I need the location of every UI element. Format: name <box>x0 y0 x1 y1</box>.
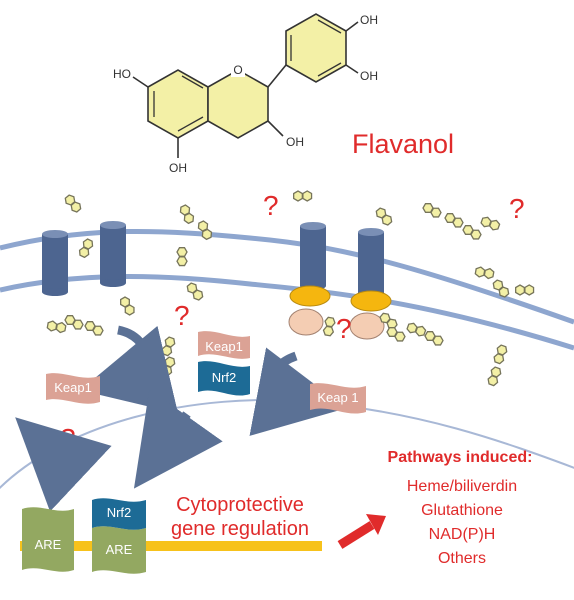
question-mark-4: ? <box>336 313 352 344</box>
cytoprotective-label-line2: gene regulation <box>171 518 309 540</box>
pathways-title: Pathways induced: <box>388 449 533 466</box>
oh-label-5: OH <box>169 161 187 175</box>
ring-a <box>147 69 209 139</box>
nrf2-complex: Nrf2 <box>198 361 250 396</box>
nrf2-nuclear: Nrf2 <box>92 498 146 530</box>
ring-b <box>285 13 347 83</box>
cytoprotective-label-line1: Cytoprotective <box>176 494 304 516</box>
arrows <box>15 325 347 512</box>
oh-label-7: HO <box>113 67 131 81</box>
pathway-item-nadph: NAD(P)H <box>429 526 496 543</box>
nrf2-complex-label: Nrf2 <box>212 370 237 385</box>
keap1-complex-label: Keap1 <box>205 339 243 354</box>
question-mark-2: ? <box>509 193 525 224</box>
keap1-free-right-label: Keap 1 <box>317 390 358 405</box>
oh-label-3prime: OH <box>360 69 378 83</box>
nrf2-nuclear-label: Nrf2 <box>107 505 132 520</box>
output-arrow <box>337 514 386 549</box>
membrane-channel-2 <box>100 221 126 287</box>
pathway-item-heme: Heme/biliverdin <box>407 478 517 495</box>
oh-label-3: OH <box>286 135 304 149</box>
flavanol-title: Flavanol <box>352 129 454 159</box>
keap1-complex: Keap1 <box>198 331 250 359</box>
are-element-right: ARE <box>92 526 146 574</box>
release-arrow-right <box>249 347 347 436</box>
are-element-left: ARE <box>22 507 74 572</box>
receptor-subunit-peach-1 <box>288 308 324 336</box>
receptor-subunit-yellow-2 <box>350 290 392 312</box>
nuclear-export-arrow <box>15 417 112 512</box>
membrane-channel-4 <box>358 228 384 298</box>
nrf2-translocation-arrow <box>133 389 223 489</box>
are-right-label: ARE <box>106 542 133 557</box>
are-left-label: ARE <box>35 537 62 552</box>
membrane-channel-1 <box>42 230 68 296</box>
flavanol-structure: O HO OH OH OH OH <box>113 13 378 175</box>
oh-label-4prime: OH <box>360 13 378 27</box>
cell-membrane <box>0 228 574 351</box>
keap1-free-left: Keap1 <box>46 373 100 404</box>
keap1-free-left-label: Keap1 <box>54 380 92 395</box>
ring-oxygen-label: O <box>233 63 242 77</box>
release-arrow-left <box>80 325 179 414</box>
ring-c <box>207 69 269 139</box>
membrane-channel-3 <box>300 222 326 290</box>
receptor-subunit-yellow-1 <box>289 285 331 307</box>
receptor-subunit-peach-2 <box>349 312 385 340</box>
question-mark-5: ? <box>60 423 76 454</box>
question-mark-1: ? <box>263 190 279 221</box>
pathway-item-glutathione: Glutathione <box>421 502 503 519</box>
dna-strand <box>20 541 322 551</box>
question-mark-3: ? <box>174 300 190 331</box>
keap1-free-right: Keap 1 <box>310 383 366 414</box>
pathway-item-others: Others <box>438 550 486 567</box>
